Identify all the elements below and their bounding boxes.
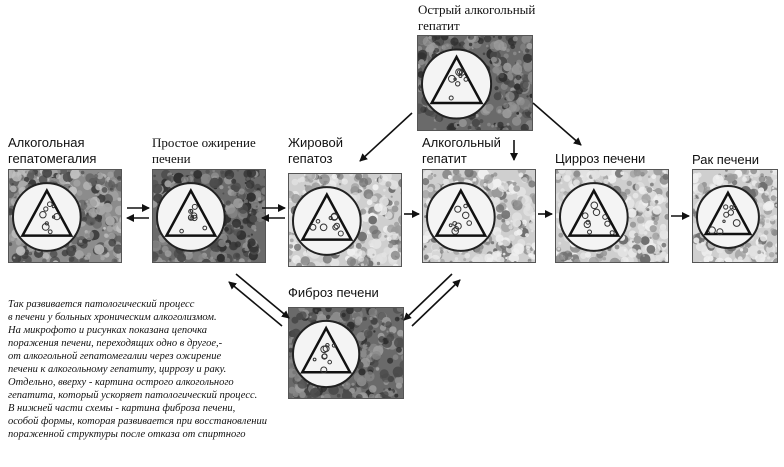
micrograph-hepatomegaly <box>9 170 121 262</box>
micrograph-acute-hepatitis <box>418 36 532 130</box>
micrograph-fatty-hepatosis <box>289 174 401 266</box>
label-fibrosis: Фиброз печени <box>288 285 379 300</box>
micrograph-simple-obesity <box>153 170 265 262</box>
caption-line: от алкогольной гепатомегалии через ожире… <box>8 351 222 362</box>
arrow-hepatitis-to-fibrosis <box>403 273 453 321</box>
tile-alcoholic-hepatitis <box>422 169 536 263</box>
label-cirrhosis: Цирроз печени <box>555 151 646 166</box>
tile-fibrosis <box>288 307 404 399</box>
tile-cirrhosis <box>555 169 669 263</box>
label-cancer: Рак печени <box>692 152 760 167</box>
diagram-caption: Так развивается патологический процесс в… <box>8 298 328 441</box>
arrow-fibrosis-to-hepatitis <box>411 279 461 327</box>
caption-line: печени к алкогольному гепатиту, циррозу … <box>8 364 227 375</box>
caption-line: В нижней части схемы - картина фиброза п… <box>8 403 236 414</box>
caption-line: поражения печени, переходящих одно в дру… <box>8 338 223 349</box>
caption-line: На микрофото и рисунках показана цепочка <box>8 325 208 336</box>
tile-simple-obesity <box>152 169 266 263</box>
arrow-acute-to-hepatosis <box>359 112 413 162</box>
arrow-acute-to-cirrhosis <box>532 102 582 146</box>
micrograph-cirrhosis <box>556 170 668 262</box>
label-simple-obesity: Простое ожирение печени <box>152 135 256 166</box>
caption-line: особой формы, которая развивается при во… <box>8 416 267 427</box>
label-alcoholic-hepatitis: Алкогольный гепатит <box>422 135 501 166</box>
tile-fatty-hepatosis <box>288 173 402 267</box>
tile-cancer <box>692 169 778 263</box>
micrograph-alcoholic-hepatitis <box>423 170 535 262</box>
caption-line: пораженной структуры после отказа от спи… <box>8 429 246 440</box>
label-hepatomegaly: Алкогольная гепатомегалия <box>8 135 97 166</box>
tile-hepatomegaly <box>8 169 122 263</box>
caption-line: Отдельно, вверху - картина острого алког… <box>8 377 234 388</box>
tile-acute-hepatitis <box>417 35 533 131</box>
caption-line: в печени у больных хроническим алкоголиз… <box>8 312 217 323</box>
label-fatty-hepatosis: Жировой гепатоз <box>288 135 343 166</box>
arrow-fibrosis-to-obesity <box>228 281 283 327</box>
micrograph-fibrosis <box>289 308 403 398</box>
caption-line: Так развивается патологический процесс <box>8 299 195 310</box>
micrograph-cancer <box>693 170 777 262</box>
arrow-obesity-to-fibrosis <box>235 273 290 319</box>
label-acute-hepatitis: Острый алкогольный гепатит <box>418 2 536 33</box>
caption-line: гепатита, который ускоряет патологически… <box>8 390 258 401</box>
